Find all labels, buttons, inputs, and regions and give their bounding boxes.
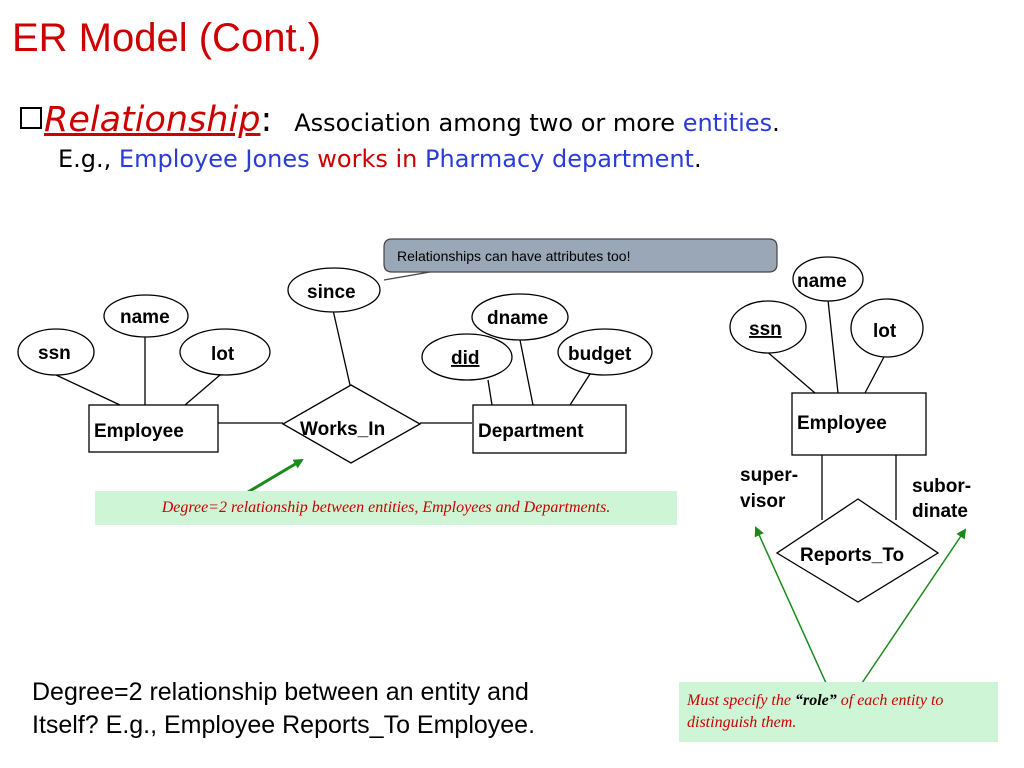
label-dname: dname: [487, 308, 548, 329]
link-name-employee-r: [827, 299, 839, 394]
link-ssn-employee-r: [764, 349, 816, 394]
entity-employee: [88, 404, 219, 453]
note-role-keyword: “role”: [794, 692, 837, 709]
link-dname-department: [519, 339, 534, 406]
question-line-1: Degree=2 relationship between an entity …: [32, 678, 529, 706]
attr-did: [421, 333, 513, 381]
label-budget: budget: [568, 344, 632, 365]
link-lot-employee-r: [864, 354, 886, 394]
label-role-supervisor-2: visor: [740, 491, 786, 512]
attr-ssn: [17, 328, 95, 376]
arrow-to-subordinate: [861, 528, 967, 684]
attr-ssn-right: [729, 300, 807, 354]
example-employee: Employee Jones: [118, 145, 310, 173]
label-role-subordinate-1: subor-: [912, 476, 971, 497]
label-works-in: Works_In: [300, 419, 385, 440]
definition-entities: entities: [682, 109, 773, 137]
label-did: did: [451, 348, 480, 369]
relationship-reports-to: [775, 498, 940, 603]
note-role-suffix: of each entity to distinguish them.: [687, 692, 944, 731]
label-name-right: name: [797, 271, 847, 292]
question-line-2: Itself? E.g., Employee Reports_To Employ…: [32, 711, 536, 739]
label-ssn: ssn: [38, 343, 71, 364]
link-ssn-employee: [55, 374, 121, 406]
example-prefix: E.g.,: [58, 145, 119, 173]
attr-name-right: [792, 256, 864, 302]
label-name: name: [120, 307, 170, 328]
label-reports-to: Reports_To: [800, 545, 904, 566]
label-department: Department: [478, 421, 584, 442]
note-degree-two-entities: Degree=2 relationship between entities, …: [95, 491, 677, 525]
note-role: Must specify the “role” of each entity t…: [679, 682, 998, 742]
label-role-subordinate-2: dinate: [912, 501, 968, 522]
attr-dname: [471, 293, 569, 341]
label-role-supervisor-1: super-: [740, 465, 798, 486]
term-relationship: Relationship: [44, 100, 261, 140]
attr-since: [287, 267, 381, 313]
callout-bubble: [383, 238, 778, 281]
question-text: Degree=2 relationship between an entity …: [32, 676, 535, 742]
label-since: since: [307, 282, 356, 303]
entity-department: [472, 404, 627, 454]
note-role-prefix: Must specify the: [687, 692, 795, 709]
arrow-to-supervisor: [754, 526, 827, 684]
term-colon: :: [260, 100, 273, 140]
callout-text: Relationships can have attributes too!: [397, 248, 631, 264]
example-period: .: [693, 145, 702, 173]
attr-lot-right: [850, 298, 924, 358]
label-employee: Employee: [94, 421, 184, 442]
slide-title: ER Model (Cont.): [12, 16, 321, 60]
link-did-department: [487, 379, 493, 406]
attr-budget: [557, 328, 653, 376]
label-ssn-right: ssn: [749, 319, 782, 340]
definition-text: Association among two or more: [294, 109, 683, 137]
link-budget-department: [569, 373, 591, 406]
bullet-definition: Relationship: Association among two or mo…: [20, 100, 780, 140]
attr-name: [103, 294, 189, 338]
relationship-works-in: [281, 384, 422, 464]
example-line: E.g., Employee Jones works in Pharmacy d…: [58, 145, 702, 173]
label-lot: lot: [211, 344, 235, 365]
bullet-square-icon: [20, 107, 42, 129]
entity-employee-right: [791, 392, 927, 456]
example-works-in: works in: [317, 145, 418, 173]
link-since-worksin: [332, 309, 351, 386]
arrow-to-works-in: [247, 458, 304, 494]
label-employee-right: Employee: [797, 413, 887, 434]
definition-period: .: [772, 109, 780, 137]
example-department: Pharmacy department: [425, 145, 694, 173]
label-lot-right: lot: [873, 321, 897, 342]
link-lot-employee: [184, 374, 221, 406]
attr-lot: [179, 328, 271, 376]
